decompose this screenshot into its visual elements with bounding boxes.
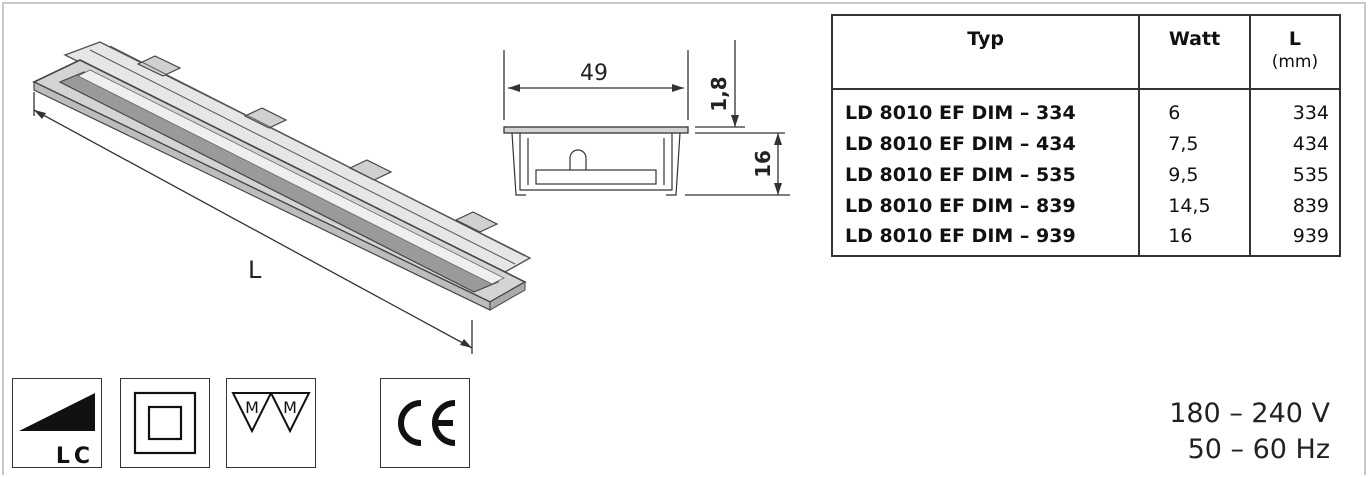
- cell-typ: LD 8010 EF DIM – 939: [845, 225, 1076, 247]
- mm-triangles-icon: M M: [231, 392, 311, 434]
- cell-length: 939: [1248, 221, 1340, 256]
- cell-length: 334: [1248, 89, 1340, 128]
- cell-watt: 16: [1138, 221, 1250, 256]
- ce-symbol-icon: [398, 400, 456, 446]
- cell-watt: 14,5: [1138, 190, 1250, 221]
- electrical-specs: 180 – 240 V 50 – 60 Hz: [1169, 396, 1330, 468]
- table-row: LD 8010 EF DIM – 434 7,5 434: [832, 128, 1340, 159]
- header-length-label: L: [1288, 28, 1301, 50]
- table-row: LD 8010 EF DIM – 334 6 334: [832, 89, 1340, 128]
- voltage-range: 180 – 240 V: [1169, 398, 1330, 429]
- cell-typ: LD 8010 EF DIM – 839: [845, 194, 1076, 217]
- cell-length: 434: [1248, 128, 1340, 159]
- width-dimension-label: 49: [580, 61, 608, 86]
- ce-mark-icon: [380, 378, 470, 468]
- table-row: LD 8010 EF DIM – 535 9,5 535: [832, 159, 1340, 190]
- cell-typ: LD 8010 EF DIM – 535: [845, 163, 1076, 186]
- mm-symbol-left: M: [245, 398, 259, 417]
- mm-symbol-right: M: [283, 398, 297, 417]
- header-length: L (mm): [1248, 15, 1340, 90]
- spec-table: Typ Watt L (mm) LD 8010 EF DIM – 334 6 3…: [831, 14, 1341, 257]
- thickness-dimension-label: 1,8: [707, 76, 731, 111]
- table-row: LD 8010 EF DIM – 939 16 939: [832, 221, 1340, 256]
- double-square-icon: [133, 391, 197, 455]
- mm-furniture-mount-icon: M M: [226, 378, 316, 468]
- cell-watt: 9,5: [1138, 159, 1250, 190]
- cell-length: 535: [1248, 159, 1340, 190]
- lc-dimmable-icon: LC: [12, 378, 102, 469]
- protection-class-2-icon: [120, 378, 210, 468]
- luminaire-drawing: L: [32, 41, 532, 354]
- height-dimension-label: 16: [751, 150, 775, 178]
- header-watt: Watt: [1138, 15, 1250, 90]
- cell-watt: 7,5: [1138, 128, 1250, 159]
- frequency-range: 50 – 60 Hz: [1187, 434, 1330, 465]
- cell-length: 839: [1248, 190, 1340, 221]
- table-row: LD 8010 EF DIM – 839 14,5 839: [832, 190, 1340, 221]
- lc-ramp-icon: LC: [19, 393, 95, 469]
- table-header-row: Typ Watt L (mm): [832, 15, 1340, 90]
- length-dimension-label: L: [248, 256, 262, 284]
- cross-section-drawing: 49 1,8 16: [503, 40, 790, 196]
- cell-typ: LD 8010 EF DIM – 434: [845, 132, 1076, 155]
- cell-watt: 6: [1138, 89, 1250, 128]
- lc-label: LC: [56, 444, 94, 467]
- header-typ: Typ: [832, 15, 1140, 90]
- cell-typ: LD 8010 EF DIM – 334: [845, 102, 1076, 124]
- header-length-unit: (mm): [1271, 52, 1319, 72]
